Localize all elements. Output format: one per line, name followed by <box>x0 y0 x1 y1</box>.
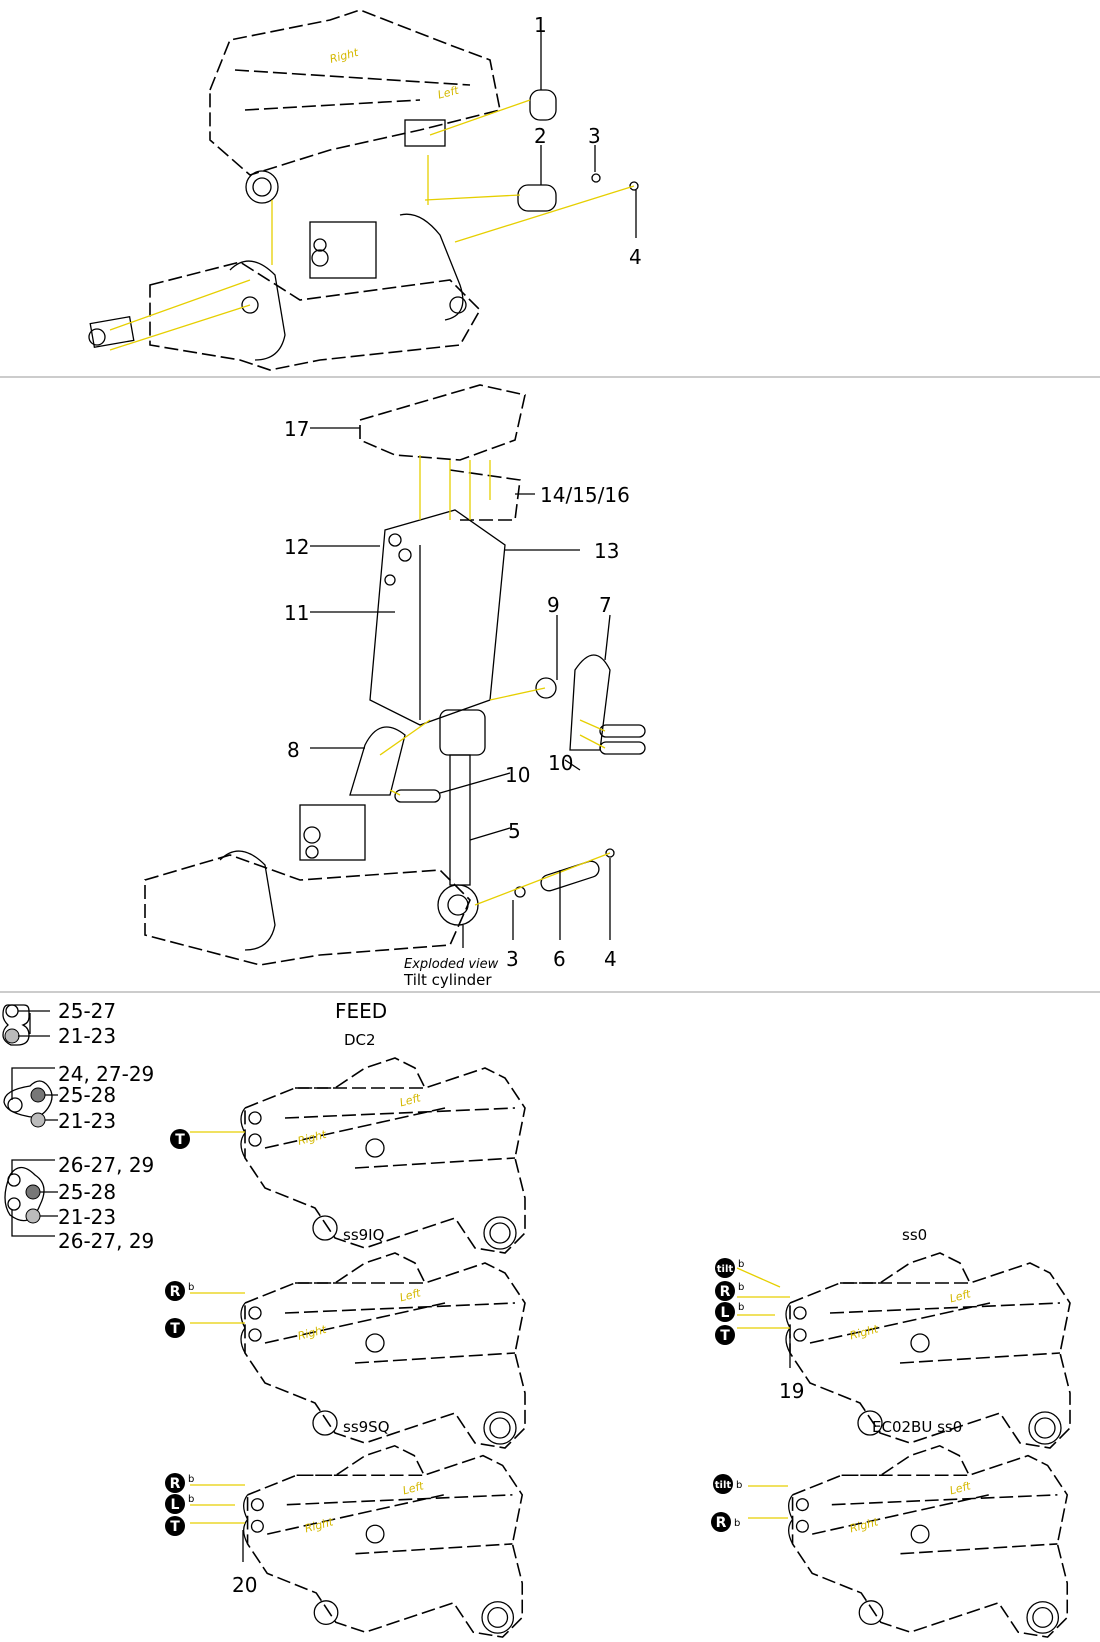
callout-19: 19 <box>779 1379 804 1403</box>
legend-2-c: 21-23 <box>58 1109 116 1133</box>
callout-20: 20 <box>232 1573 257 1597</box>
variant-label: ss9SQ <box>343 1418 390 1436</box>
legend-2-b: 25-28 <box>58 1083 116 1107</box>
port-suffix: b <box>734 1518 740 1529</box>
frame-label-right: Right <box>328 46 360 66</box>
legend-2-a: 24, 27-29 <box>58 1062 154 1086</box>
callout-17: 17 <box>284 417 309 441</box>
quick-coupler-frame <box>787 1445 1069 1638</box>
port-badge-label: L <box>171 1497 180 1513</box>
frame-label-left: Left <box>401 1479 425 1497</box>
port-badge-label: R <box>170 1476 181 1492</box>
callout-3: 3 <box>506 947 519 971</box>
frame-label-right: Right <box>296 1128 328 1148</box>
top-callouts: 1 2 3 4 <box>534 13 642 269</box>
variant-ss9sq: ss9SQ Right Left R b L b T 20 <box>165 1418 524 1638</box>
frame-label-right: Right <box>303 1515 335 1535</box>
frame-label-left: Left <box>398 1286 422 1304</box>
callout-10a: 10 <box>548 751 573 775</box>
variant-ss0: ss0 Right Left tilt b R b L b T 19 <box>715 1226 1071 1449</box>
callout-9: 9 <box>547 593 560 617</box>
port-suffix: b <box>188 1494 194 1505</box>
port-badge-r <box>165 1473 185 1493</box>
callout-7: 7 <box>599 593 612 617</box>
callout-1: 1 <box>534 13 547 37</box>
port-badge-r <box>711 1512 731 1532</box>
frame-label-left: Left <box>398 1091 422 1109</box>
port-badge-tilt <box>715 1258 735 1278</box>
port-badge-label: R <box>720 1284 731 1300</box>
port-badge-l <box>715 1302 735 1322</box>
frame-label-right: Right <box>296 1323 328 1343</box>
callout-10b: 10 <box>505 763 530 787</box>
variant-label: DC2 <box>344 1031 376 1049</box>
quick-coupler-frame <box>242 1445 524 1638</box>
port-badge-t <box>165 1318 185 1338</box>
frame-label-left: Left <box>948 1479 972 1497</box>
port-hole-icon <box>5 1004 19 1018</box>
port-suffix: b <box>738 1302 744 1313</box>
variant-label: ss0 <box>902 1226 927 1244</box>
port-badge-label: T <box>720 1328 730 1344</box>
variant-label: EC02BU ss0 <box>872 1418 962 1436</box>
callout-2: 2 <box>534 124 547 148</box>
tilt-cylinder-exploded-drawing <box>144 384 646 966</box>
legend-3-d: 26-27, 29 <box>58 1229 154 1253</box>
port-badge-r <box>165 1281 185 1301</box>
port-legend: 25-27 21-23 24, 27-29 25-28 21-23 26-27,… <box>2 999 154 1253</box>
port-badge-t <box>165 1516 185 1536</box>
port-badge-label: T <box>170 1519 180 1535</box>
caption-exploded-view: Exploded view <box>404 957 499 972</box>
frame-label-right: Right <box>848 1322 880 1342</box>
port-badge-t <box>715 1325 735 1345</box>
legend-3-c: 21-23 <box>58 1205 116 1229</box>
middle-callouts: 17 14/15/16 12 13 11 9 7 10 8 10 5 3 6 4… <box>284 417 630 989</box>
legend-1-top: 25-27 <box>58 999 116 1023</box>
port-badge-r <box>715 1281 735 1301</box>
port-suffix: b <box>738 1259 744 1270</box>
caption-tilt-cylinder: Tilt cylinder <box>403 971 492 989</box>
variant-ss9iq: ss9IQ Right Left R b T <box>165 1226 526 1449</box>
quick-coupler-frame <box>240 1057 526 1254</box>
variant-label: ss9IQ <box>343 1226 384 1244</box>
port-suffix: b <box>188 1474 194 1485</box>
port-badge-label: T <box>170 1321 180 1337</box>
callout-4: 4 <box>629 245 642 269</box>
variant-ec02bu-ss0: EC02BU ss0 Right Left tilt b R b <box>711 1418 1069 1638</box>
port-hole-icon <box>4 1028 20 1044</box>
callout-4: 4 <box>604 947 617 971</box>
callout-3: 3 <box>588 124 601 148</box>
legend-3-a: 26-27, 29 <box>58 1153 154 1177</box>
legend-1-bottom: 21-23 <box>58 1024 116 1048</box>
frame-label-left: Left <box>948 1287 972 1305</box>
port-badge-label: T <box>175 1132 185 1148</box>
feed-title: FEED <box>335 999 387 1023</box>
variant-dc2: DC2 Right Left T <box>170 1031 526 1254</box>
port-suffix: b <box>738 1282 744 1293</box>
port-badge-label: R <box>170 1284 181 1300</box>
callout-8: 8 <box>287 738 300 762</box>
callout-14-15-16: 14/15/16 <box>540 483 630 507</box>
frame-label-left: Left <box>436 83 460 101</box>
port-badge-t <box>170 1129 190 1149</box>
port-badge-label: tilt <box>717 1264 734 1275</box>
callout-6: 6 <box>553 947 566 971</box>
port-badge-l <box>165 1494 185 1514</box>
callout-5: 5 <box>508 819 521 843</box>
callout-12: 12 <box>284 535 309 559</box>
port-badge-tilt <box>713 1474 733 1494</box>
port-suffix: b <box>188 1282 194 1293</box>
port-suffix: b <box>736 1480 742 1491</box>
port-badge-label: tilt <box>715 1480 732 1491</box>
legend-3-b: 25-28 <box>58 1180 116 1204</box>
top-assembly-drawing: Right Left <box>88 9 639 371</box>
callout-13: 13 <box>594 539 619 563</box>
callout-11: 11 <box>284 601 309 625</box>
port-badge-label: R <box>716 1515 727 1531</box>
port-badge-label: L <box>721 1305 730 1321</box>
frame-label-right: Right <box>848 1515 880 1535</box>
